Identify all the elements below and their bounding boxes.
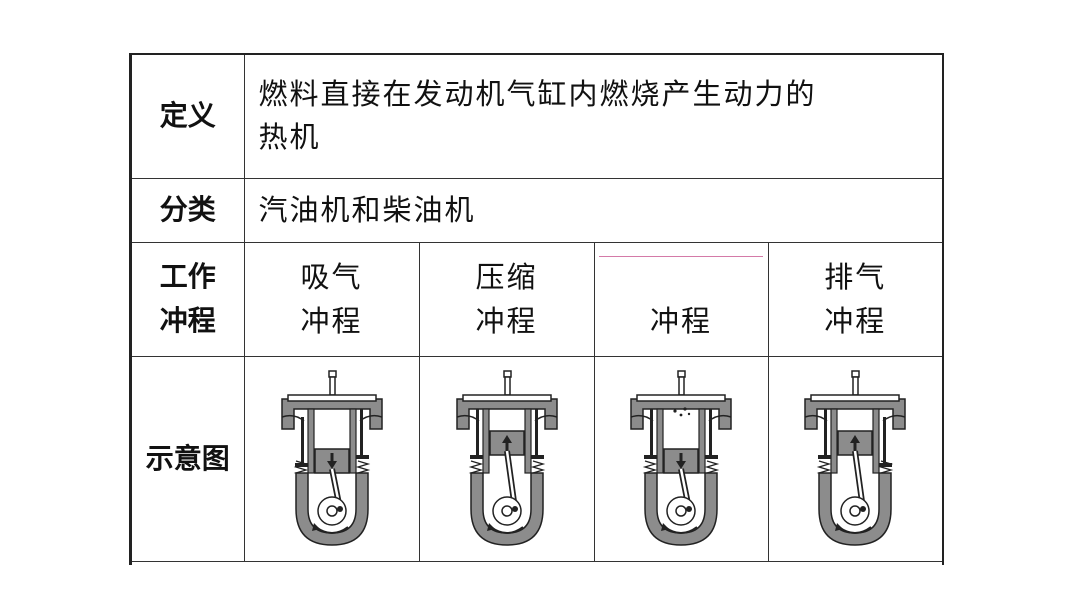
stroke-header-line-1: 工作	[159, 260, 216, 293]
definition-text: 燃料直接在发动机气缸内燃烧产生动力的 热机	[243, 55, 943, 179]
power-stroke-cell: 冲程	[593, 241, 769, 357]
classification-text: 汽油机和柴油机	[243, 177, 943, 243]
power-diagram-cell	[593, 355, 769, 562]
compression-diagram-cell	[418, 355, 595, 562]
stroke-row: 工作 冲程 吸气 冲程 压缩 冲程 冲程 排气 冲程	[132, 241, 943, 357]
diagram-header: 示意图	[132, 355, 245, 562]
knowledge-table-frame: 定义 燃料直接在发动机气缸内燃烧产生动力的 热机 分类 汽油机和柴油机 工作 冲…	[129, 53, 944, 565]
definition-header: 定义	[132, 55, 245, 179]
diagram-row: 示意图	[132, 355, 943, 562]
compression-stroke-line-2: 冲程	[475, 304, 538, 338]
stroke-header-line-2: 冲程	[159, 304, 216, 337]
definition-line-2: 热机	[258, 120, 321, 155]
compression-stroke-line-1: 压缩	[475, 260, 538, 294]
exhaust-stroke-cell: 排气 冲程	[767, 241, 943, 357]
stroke-header: 工作 冲程	[132, 241, 245, 357]
exhaust-stroke-line-1: 排气	[824, 260, 887, 294]
intake-diagram-cell	[243, 355, 420, 562]
classification-row: 分类 汽油机和柴油机	[132, 177, 943, 243]
definition-line-1: 燃料直接在发动机气缸内燃烧产生动力的	[258, 77, 817, 112]
compression-stroke-engine-icon	[455, 369, 558, 546]
exhaust-stroke-engine-icon	[804, 369, 906, 546]
internal-combustion-engine-table: 定义 燃料直接在发动机气缸内燃烧产生动力的 热机 分类 汽油机和柴油机 工作 冲…	[132, 55, 943, 562]
intake-stroke-line-2: 冲程	[300, 304, 363, 338]
intake-stroke-cell: 吸气 冲程	[243, 241, 420, 357]
intake-stroke-engine-icon	[280, 369, 383, 546]
exhaust-stroke-line-2: 冲程	[824, 304, 887, 338]
intake-stroke-line-1: 吸气	[300, 260, 363, 294]
compression-stroke-cell: 压缩 冲程	[418, 241, 595, 357]
fill-in-blank-underline[interactable]	[599, 255, 763, 257]
classification-header: 分类	[132, 177, 245, 243]
power-stroke-line-2: 冲程	[649, 303, 712, 338]
definition-row: 定义 燃料直接在发动机气缸内燃烧产生动力的 热机	[132, 55, 943, 179]
power-stroke-engine-icon	[630, 369, 732, 546]
exhaust-diagram-cell	[767, 355, 943, 562]
